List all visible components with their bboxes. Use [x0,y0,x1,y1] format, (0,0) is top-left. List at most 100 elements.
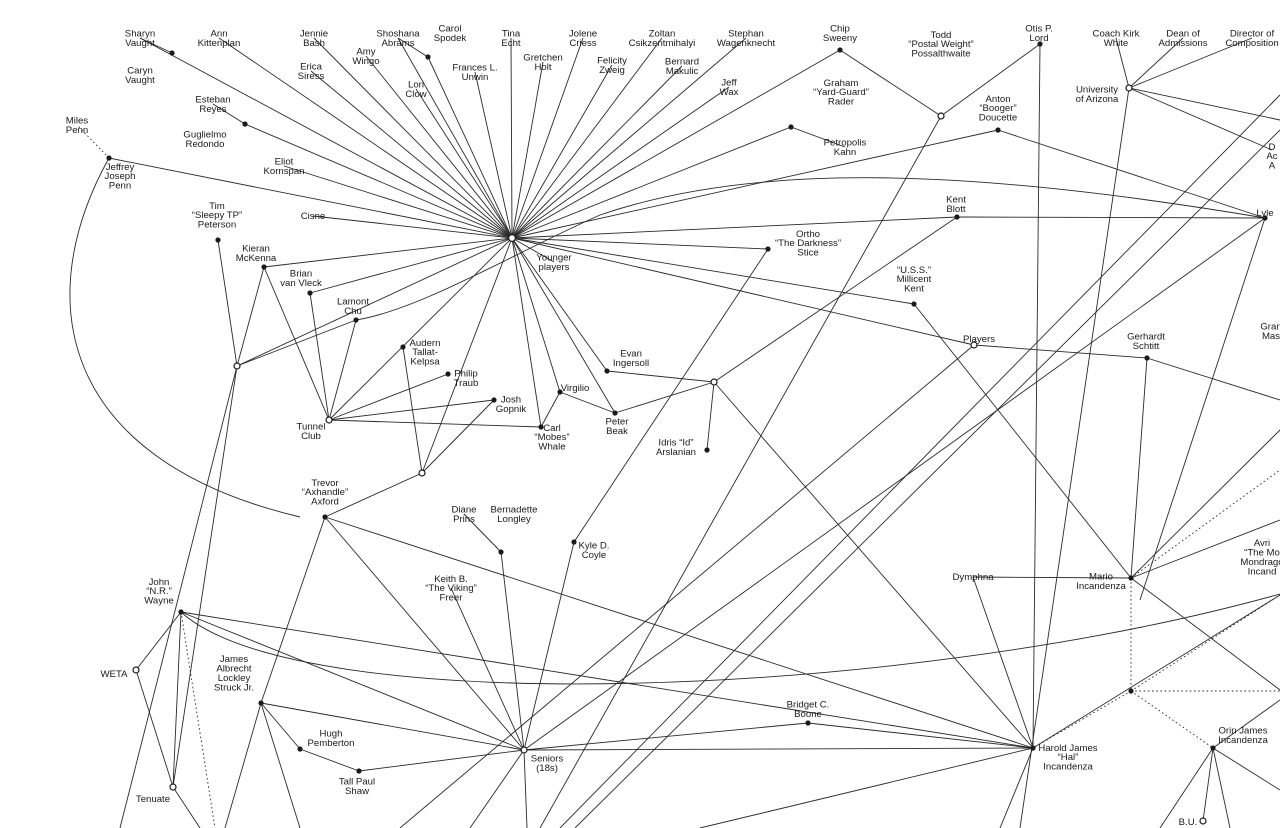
edge-seniors-to-lyle [523,217,1266,751]
node-jeffrey [106,155,112,161]
node-brian [307,290,313,296]
node-anton [995,127,1001,133]
edge-offscreen-21 [469,749,525,828]
edge-players-gerhardt [973,344,1148,359]
edge-weta-tenuate [135,669,174,788]
node-bridget [805,720,811,726]
edge-mjct-orin [1130,690,1214,749]
edge-seniors-bridget [523,722,809,751]
edge-dotted-offscreen-4 [1130,594,1280,692]
edge-offscreen-8 [1130,429,1280,579]
edge-hub-chip [511,49,841,239]
node-tunnel [325,416,333,424]
label-dymphna: Dymphna [952,572,994,583]
edge-hub-jctA [421,237,513,474]
node-kyle [571,539,577,545]
edge-offscreen-14 [1159,747,1214,828]
node-guglielmo [242,121,248,127]
edge-offscreen-19 [224,702,262,828]
node-jctW [233,362,241,370]
node-virgilio [557,389,563,395]
edge-kieran-tunnel [263,266,330,421]
edge-offscreen-12 [1212,699,1280,749]
edge-offscreen-7 [1128,87,1273,151]
edge-uss-mario [913,303,1132,579]
edge-todd-chip [839,49,942,117]
node-seniors [520,746,528,754]
node-tim [215,237,221,243]
edge-james-trevor [260,516,326,704]
label-tim: Tim“Sleepy TP”Peterson [192,201,242,231]
edge-hub-kieran [263,237,513,268]
edge-caryn-sharyn [139,37,173,54]
edge-hub-anton [511,129,999,239]
edge-peter-jctE [614,381,715,414]
label-tenuate: Tenuate [136,794,170,805]
edge-kyle-seniors [523,541,575,751]
node-bernadette [498,549,504,555]
edge-carol-shoshana [397,37,429,58]
edge-bernadette-seniors [500,551,525,751]
node-hub [508,234,517,243]
edge-tunnel-josh [328,399,495,421]
edge-audern-jctA [402,346,423,474]
edge-hub-ortho [511,237,769,250]
label-bu: B.U. [1179,817,1198,828]
edge-evan-jctE [606,370,715,383]
edge-hub-jctW [236,237,513,367]
node-graham [788,124,794,130]
node-james [258,700,264,706]
edge-orin-bu [1202,747,1214,822]
edge-hub-peter [511,237,616,414]
edge-offscreen-16 [1032,594,1280,749]
node-todd [937,112,945,120]
edge-curve-seniors-lower-right [180,593,1280,685]
edge-jctE-idris [706,381,715,451]
edge-hub-cisne [312,215,513,239]
node-mjct [1128,688,1134,694]
edge-hub-brian [309,237,513,294]
node-players [970,341,978,349]
edge-hub-tina [510,37,513,239]
node-tenuate [169,783,177,791]
edge-hub-ann [218,37,513,239]
edge-james-seniors [260,702,525,751]
edge-hub-evan [511,237,608,372]
edge-john-tenuate [172,611,182,788]
edge-hub-lori [415,88,513,239]
edge-john-seniors [180,611,525,751]
node-lamont [353,317,359,323]
node-peter [612,410,618,416]
edge-hub-jennie [313,37,513,239]
edge-trevor-seniors [324,516,525,751]
node-bu [1199,817,1207,825]
edge-offscreen-22 [523,749,528,828]
node-tall [356,768,362,774]
edge-offscreen-6 [1128,87,1280,121]
edge-offscreen-9 [1130,577,1280,691]
edge-virgilio-carl [540,391,561,428]
edge-jctE-kent [713,216,958,383]
